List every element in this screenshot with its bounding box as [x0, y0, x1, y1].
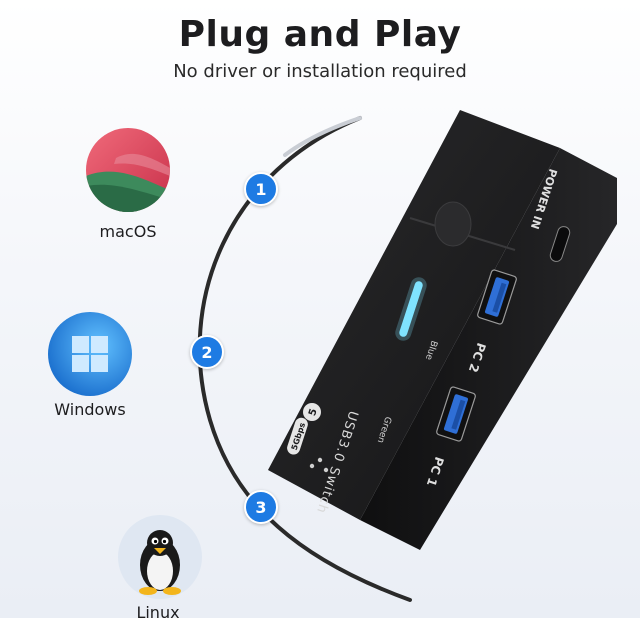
page-subtitle: No driver or installation required: [173, 61, 467, 82]
usb-port-pc1: [436, 386, 476, 442]
usb-port-pc2: [477, 269, 517, 325]
dots-icon: [309, 457, 329, 473]
switch-button: [434, 201, 472, 247]
linux-label: Linux: [136, 603, 180, 622]
usb-switch-device: 5 5Gbps USB3.0 Switch Blue Green PC 2 PC…: [268, 110, 617, 550]
windows-icon: [48, 312, 132, 396]
linux-tux-icon: [118, 515, 202, 599]
status-led: [399, 281, 423, 337]
step-badge-3: 3: [244, 490, 278, 524]
brand-badge: 5 5Gbps: [287, 403, 321, 455]
page-title: Plug and Play: [178, 14, 462, 55]
step-badge-1: 1: [244, 172, 278, 206]
usb-c-port: [549, 226, 571, 262]
windows-label: Windows: [54, 400, 126, 419]
macos-label: macOS: [99, 222, 157, 241]
svg-text:5: 5: [307, 407, 320, 417]
step-badge-2: 2: [190, 335, 224, 369]
macos-icon: [86, 128, 170, 212]
